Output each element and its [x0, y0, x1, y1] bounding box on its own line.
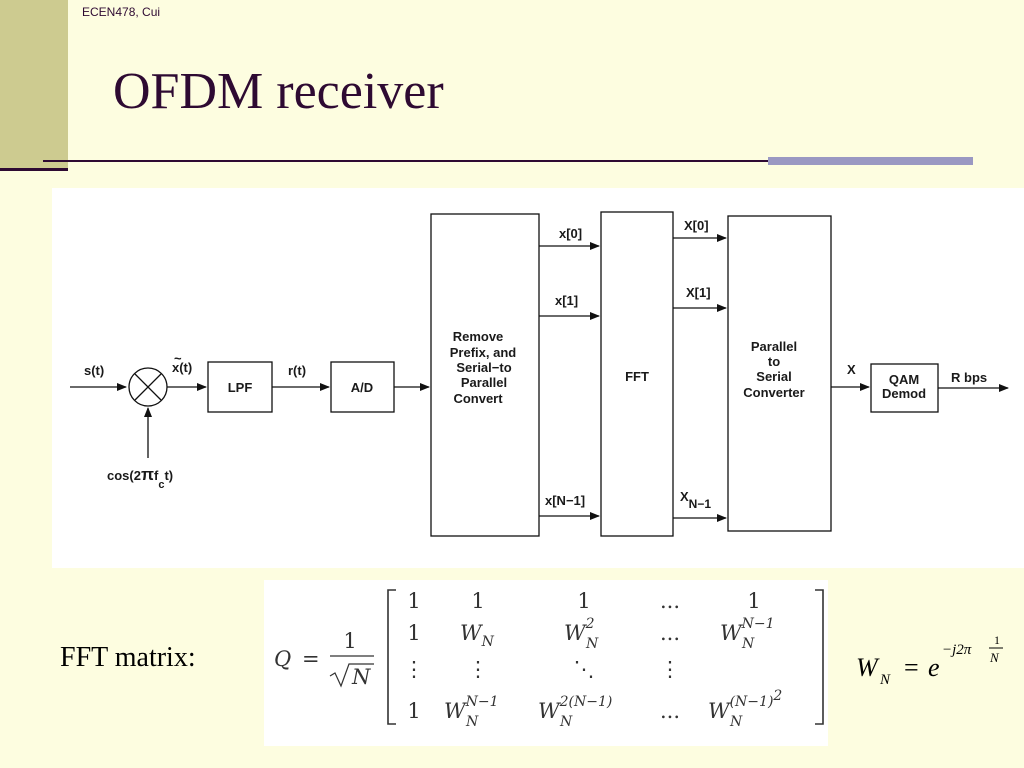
- m-r2-c4: ...: [660, 621, 680, 645]
- wn-frac-num: 1: [994, 633, 1000, 647]
- wn-base: e: [928, 653, 940, 682]
- remove-label-5: Convert: [453, 391, 503, 406]
- remove-label-2: Prefix, and: [450, 345, 517, 360]
- wn-frac-den: N: [989, 650, 1000, 665]
- title-rule: [43, 160, 973, 162]
- header-label: ECEN478, Cui: [82, 5, 161, 19]
- sidebar-rule: [0, 168, 68, 171]
- m-r2-c3: W2: [564, 616, 595, 645]
- label-XN1: XN−1: [680, 489, 711, 511]
- label-x0: x[0]: [559, 226, 582, 241]
- label-s: s(t): [84, 363, 104, 378]
- q-equals: =: [302, 647, 320, 671]
- wn-equation-svg: W N = e −j2π 1 N: [856, 633, 1003, 688]
- p2s-label-2: to: [768, 354, 780, 369]
- label-X1: X[1]: [686, 285, 711, 300]
- ad-block: [330, 361, 395, 413]
- p2s-block: [727, 215, 832, 532]
- fft-matrix-svg: Q = 1 N 1 1 1 ... 1 1 WN W2 N ... WN−1 N…: [274, 589, 824, 730]
- m-r4-c3-sub: N: [559, 714, 573, 730]
- qam-block: [870, 363, 939, 413]
- label-xtilde: x(t): [172, 360, 192, 375]
- label-carrier: cos(2πfct): [107, 465, 173, 491]
- right-bracket: [815, 589, 824, 725]
- qam-label-1: QAM: [889, 372, 919, 387]
- left-bracket: [387, 589, 396, 725]
- m-r2-c1: 1: [407, 621, 420, 645]
- m-r4-c1: 1: [407, 699, 420, 723]
- fft-matrix-caption: FFT matrix:: [60, 642, 196, 673]
- wn-w: W: [856, 653, 880, 682]
- m-r4-c5-sub: N: [729, 714, 743, 730]
- m-r2-c3-sub: N: [585, 636, 599, 652]
- q-symbol: Q: [274, 647, 291, 671]
- scale-denominator: N: [351, 665, 371, 689]
- sqrt-sign: [329, 663, 374, 688]
- m-r1-c3: 1: [577, 589, 590, 613]
- m-r4-c3: W2(N−1): [538, 694, 612, 723]
- p2s-label-4: Converter: [743, 385, 804, 400]
- p2s-label-3: Serial: [756, 369, 791, 384]
- wn-exponent: −j2π: [942, 642, 972, 658]
- p2s-label-1: Parallel: [751, 339, 797, 354]
- m-r2-c5-sub: N: [741, 636, 755, 652]
- slide-title: OFDM receiver: [113, 63, 444, 120]
- m-r1-c2: 1: [471, 589, 484, 613]
- ad-label: A/D: [351, 380, 373, 395]
- m-r1-c5: 1: [747, 589, 760, 613]
- m-r4-c5: W(N−1)2: [708, 688, 782, 723]
- m-r4-c2-sub: N: [465, 714, 479, 730]
- fft-label: FFT: [625, 369, 649, 384]
- tilde-mark: ~: [174, 351, 182, 366]
- remove-label-1: Remove: [453, 329, 504, 344]
- lpf-block: [207, 361, 273, 413]
- m-r3-c2: ⋮: [468, 657, 489, 681]
- label-output-rate: R bps: [951, 370, 987, 385]
- m-r2-c2: WN: [460, 621, 495, 650]
- label-X-serial: X: [847, 362, 856, 377]
- m-r4-c2: WN−1: [444, 694, 498, 723]
- label-xn1: x[N−1]: [545, 493, 585, 508]
- fft-matrix-equation: Q = 1 N 1 1 1 ... 1 1 WN W2 N ... WN−1 N…: [264, 580, 828, 746]
- sidebar-accent: [0, 0, 68, 168]
- m-r1-c1: 1: [407, 589, 420, 613]
- m-r3-c4: ⋮: [660, 657, 681, 681]
- wn-equation: W N = e −j2π 1 N: [850, 622, 1020, 692]
- wn-equals: =: [904, 653, 919, 682]
- mixer-cross-b: [134, 373, 162, 401]
- wn-sub: N: [879, 672, 891, 688]
- m-r3-c1: ⋮: [404, 657, 425, 681]
- label-x1: x[1]: [555, 293, 578, 308]
- remove-prefix-block: [430, 213, 540, 537]
- scale-numerator: 1: [343, 629, 356, 653]
- m-r4-c4: ...: [660, 699, 680, 723]
- receiver-diagram: s(t) x(t) ~ r(t) cos(2πfct) LPF A/D Remo…: [52, 188, 1024, 568]
- receiver-diagram-svg: s(t) x(t) ~ r(t) cos(2πfct) LPF A/D Remo…: [70, 211, 1009, 537]
- remove-label-4: Parallel: [461, 375, 507, 390]
- lpf-label: LPF: [228, 380, 253, 395]
- m-r2-c5: WN−1: [720, 616, 774, 645]
- m-r3-c3: ⋱: [574, 657, 595, 681]
- title-rule-accent: [768, 157, 973, 165]
- qam-label-2: Demod: [882, 386, 926, 401]
- remove-label-3: Serial−to: [456, 360, 511, 375]
- m-r1-c4: ...: [660, 589, 680, 613]
- label-r: r(t): [288, 363, 306, 378]
- fft-block: [600, 211, 674, 537]
- label-X0: X[0]: [684, 218, 709, 233]
